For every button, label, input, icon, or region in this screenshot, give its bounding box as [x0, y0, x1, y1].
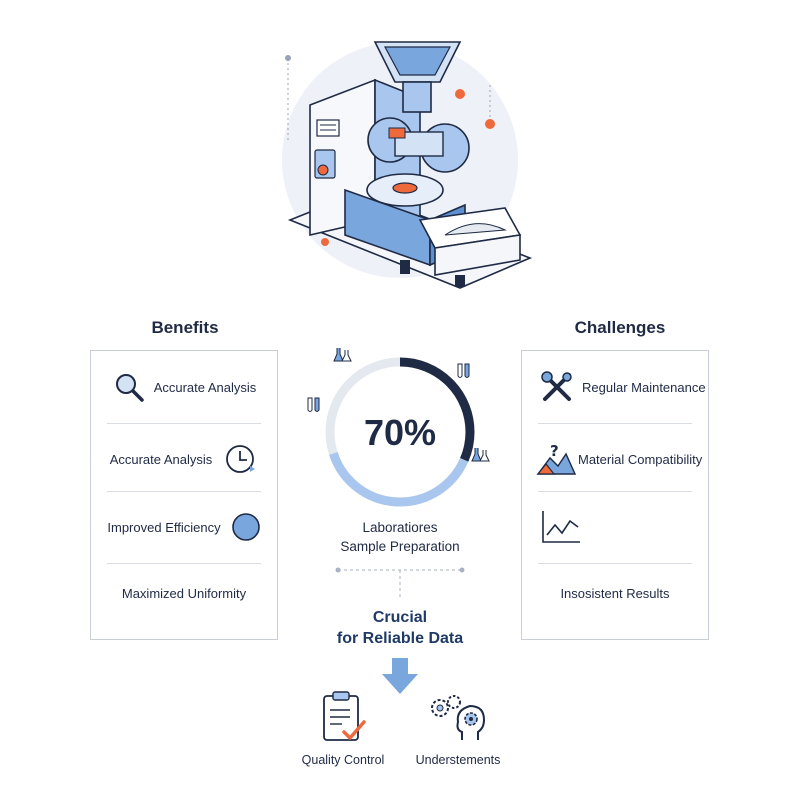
- benefits-title: Benefits: [151, 318, 219, 337]
- gauge-caption-line: Laboratiores: [362, 520, 438, 535]
- line-chart-icon: [542, 511, 580, 543]
- flask-icon: [471, 448, 490, 462]
- divider: [107, 423, 261, 424]
- clipboard-check-icon: [323, 691, 366, 741]
- percentage-gauge: 70%: [307, 348, 490, 507]
- benefit-label: Improved Efficiency: [107, 519, 221, 535]
- circle-icon: [231, 513, 260, 541]
- conclusion: Crucial for Reliable Data: [280, 607, 520, 649]
- test-tube-icon: [457, 363, 470, 378]
- challenge-item: ? Material Compatibility: [522, 429, 708, 489]
- divider: [538, 423, 692, 424]
- gauge-value: 70%: [364, 412, 436, 453]
- conclusion-line: for Reliable Data: [336, 630, 464, 647]
- divider: [538, 491, 692, 492]
- benefit-label: Accurate Analysis: [153, 379, 257, 395]
- benefits-panel: Accurate Analysis Accurate Analysis Impr…: [90, 350, 278, 640]
- challenge-label: Insosistent Results: [560, 585, 670, 601]
- clock-icon: [226, 445, 256, 473]
- outcome-label: Quality Control: [301, 753, 385, 767]
- benefit-label: Accurate Analysis: [109, 451, 213, 467]
- challenge-item: Insosistent Results: [522, 563, 708, 623]
- challenges-panel: Regular Maintenance ? Material Compatibi…: [521, 350, 709, 640]
- svg-text:?: ?: [550, 442, 559, 460]
- gauge-caption: Laboratiores Sample Preparation: [300, 518, 500, 556]
- gears-head-icon: [431, 695, 486, 740]
- benefit-label: Maximized Uniformity: [121, 585, 247, 601]
- wrench-screwdriver-icon: [541, 371, 572, 401]
- grinder-machine-illustration: [282, 41, 533, 289]
- outcome-label: Understements: [415, 753, 501, 767]
- arrow-down-icon: [382, 658, 418, 694]
- benefit-item: Improved Efficiency: [91, 497, 277, 557]
- challenge-item: [522, 497, 708, 557]
- divider: [107, 563, 261, 564]
- gauge-primary-arc: [325, 357, 475, 507]
- challenge-label: Material Compatibility: [578, 451, 703, 467]
- flask-icon: [333, 348, 352, 362]
- gauge-secondary-arc: [325, 357, 475, 507]
- magnifier-icon: [115, 374, 144, 402]
- benefit-item: Accurate Analysis: [91, 429, 277, 489]
- conclusion-line: Crucial: [372, 609, 428, 626]
- benefit-item: Maximized Uniformity: [91, 563, 277, 623]
- question-mountain-icon: ?: [536, 442, 576, 475]
- divider: [107, 491, 261, 492]
- test-tube-icon: [307, 397, 320, 412]
- challenge-item: Regular Maintenance: [522, 357, 708, 417]
- benefit-item: Accurate Analysis: [91, 357, 277, 417]
- challenges-title: Challenges: [574, 318, 666, 337]
- connector: [335, 567, 465, 598]
- gauge-caption-line: Sample Preparation: [340, 539, 460, 554]
- challenge-label: Regular Maintenance: [582, 379, 706, 395]
- divider: [538, 563, 692, 564]
